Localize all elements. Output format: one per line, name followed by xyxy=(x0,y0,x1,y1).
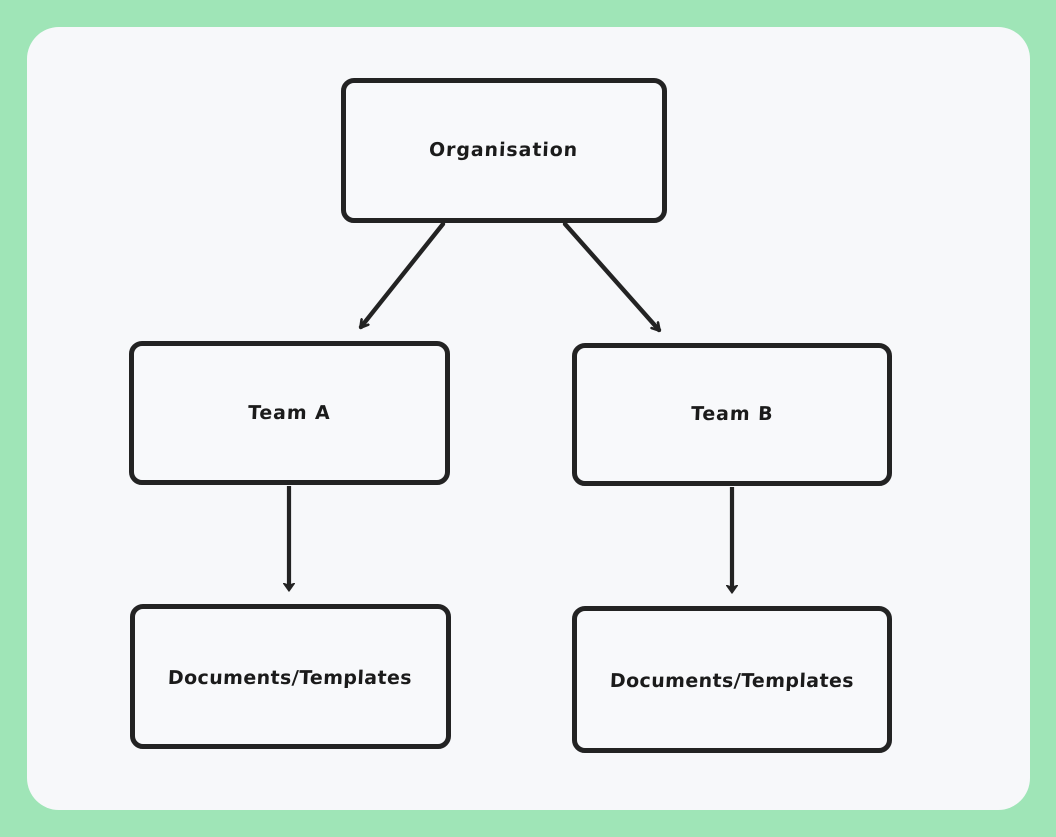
node-documents-templates-a-label: Documents/Templates xyxy=(167,667,413,690)
node-organisation-label: Organisation xyxy=(428,139,580,162)
node-team-a[interactable]: Team A xyxy=(129,341,450,485)
node-documents-templates-b-label: Documents/Templates xyxy=(609,670,855,693)
node-documents-templates-a[interactable]: Documents/Templates xyxy=(130,604,451,749)
node-organisation[interactable]: Organisation xyxy=(341,78,667,223)
node-team-a-label: Team A xyxy=(247,401,332,424)
node-team-b-label: Team B xyxy=(690,403,774,426)
node-team-b[interactable]: Team B xyxy=(572,343,892,486)
node-documents-templates-b[interactable]: Documents/Templates xyxy=(572,606,892,753)
